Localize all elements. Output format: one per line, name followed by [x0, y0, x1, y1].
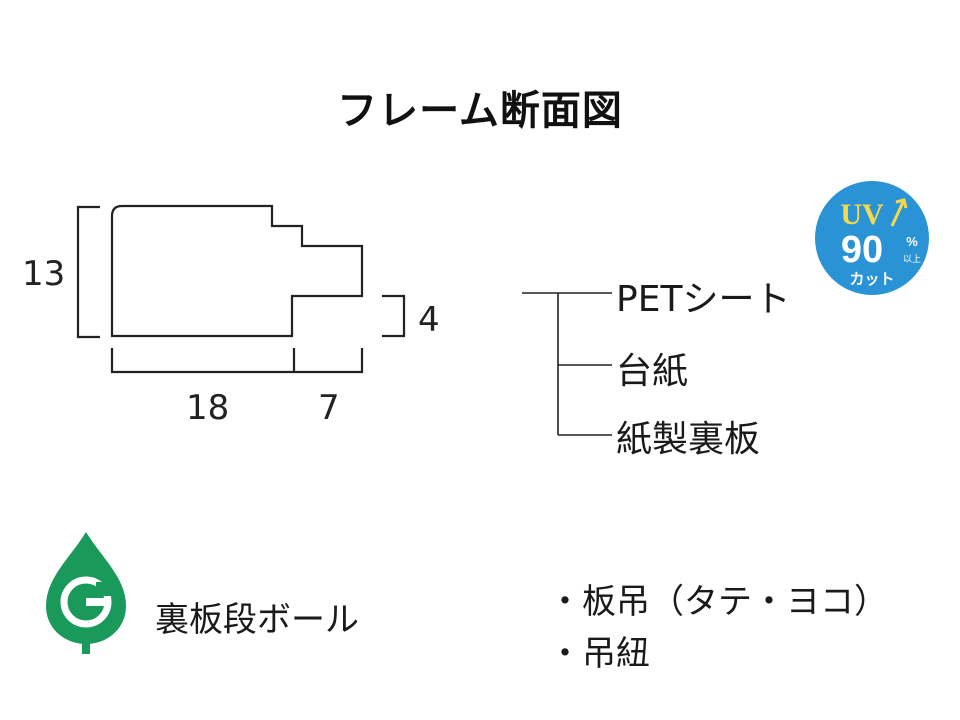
- g-logo-icon: [46, 532, 126, 654]
- note-cord: ・吊紐: [548, 634, 650, 674]
- rebate-bracket: [382, 294, 406, 338]
- dim-rebate-label: 4: [418, 300, 440, 340]
- uv-cut-badge: UV 90 % 以上 カット: [815, 181, 929, 295]
- layer-label-pet: PETシート: [616, 279, 791, 320]
- layer-label-mount: 台紙: [616, 351, 689, 392]
- g-logo-gap: [96, 582, 116, 596]
- uv-badge-cut: カット: [849, 270, 894, 288]
- dim-width-step-label: 7: [318, 388, 340, 428]
- layer-label-backboard: 紙製裏板: [616, 419, 761, 460]
- frame-profile-outline: [110, 204, 364, 338]
- height-bracket: [76, 205, 100, 339]
- page-title: フレーム断面図: [337, 88, 623, 134]
- g-logo-stem: [82, 638, 90, 654]
- uv-badge-percent-sign: %: [906, 234, 918, 249]
- uv-badge-uv: UV: [840, 198, 884, 231]
- note-hanger: ・板吊（タテ・ヨコ）: [548, 582, 888, 622]
- dim-height-label: 13: [22, 254, 66, 294]
- arrow-icon: [890, 198, 908, 227]
- dim-width-main-label: 18: [186, 388, 230, 428]
- uv-badge-percent: 90: [841, 229, 883, 271]
- uv-badge-small: 以上: [903, 254, 921, 265]
- g-logo-bar: [86, 598, 110, 606]
- width-bracket: [110, 348, 364, 374]
- backboard-label: 裏板段ボール: [155, 600, 359, 640]
